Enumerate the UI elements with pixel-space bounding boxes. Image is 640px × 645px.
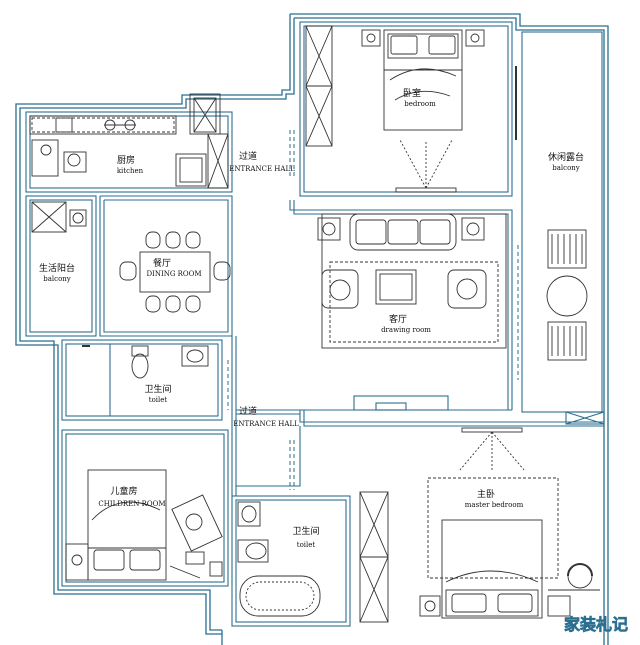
toilet-1-label-cn: 卫生间 (144, 383, 171, 395)
children-room-label-cn: 儿童房 (110, 485, 137, 497)
toilet-2-label-cn: 卫生间 (292, 525, 319, 537)
children-room-furniture (65, 469, 223, 581)
room-labels: 卧室 bedroom 过道 ENTRANCE HALL 休闲露台 balcony… (39, 87, 584, 549)
utility-balcony-furniture (31, 201, 87, 233)
drawing-room-label-cn: 客厅 (389, 313, 407, 325)
master-bedroom-furniture (419, 427, 600, 619)
kitchen-label-cn: 厨房 (117, 154, 135, 166)
dining-furniture (119, 231, 231, 313)
door-openings (91, 130, 519, 490)
bedroom-label-cn: 卧室 (403, 87, 421, 99)
leisure-balcony-label-en: balcony (552, 164, 580, 172)
toilet-1-fixtures (82, 345, 209, 379)
bedroom-label-en: bedroom (404, 100, 436, 108)
kitchen-label-en: kitchen (117, 167, 144, 175)
children-room-label-en: CHILDREN ROOM (98, 500, 165, 508)
toilet-2-fixtures (237, 491, 389, 623)
watermark-text: 家装札记 (564, 615, 628, 634)
entrance-hall-top-label-en: ENTRANCE HALL (229, 165, 295, 173)
master-bedroom-label-en: master bedroom (465, 501, 524, 509)
toilet-2-label-en: toilet (297, 541, 316, 549)
outer-walls (15, 13, 609, 645)
entrance-hall-top-label-cn: 过道 (239, 150, 257, 162)
dining-label-cn: 餐厅 (153, 257, 171, 269)
leisure-balcony-label-cn: 休闲露台 (548, 151, 584, 163)
toilet-1-label-en: toilet (149, 396, 168, 404)
watermark: 家装札记 (564, 615, 629, 635)
utility-balcony-label-cn: 生活阳台 (39, 262, 75, 274)
leisure-balcony-furniture (515, 66, 588, 361)
entrance-hall-bottom-label-cn: 过道 (239, 405, 257, 417)
dining-label-en: DINING ROOM (146, 270, 201, 278)
master-bedroom-label-cn: 主卧 (477, 488, 495, 500)
kitchen-furniture (29, 93, 229, 189)
entrance-hall-bottom-label-en: ENTRANCE HALL (233, 420, 299, 428)
drawing-room-label-en: drawing room (381, 326, 431, 334)
drawing-room-furniture (317, 213, 507, 349)
utility-balcony-label-en: balcony (43, 275, 71, 283)
bedroom-furniture (305, 25, 485, 193)
